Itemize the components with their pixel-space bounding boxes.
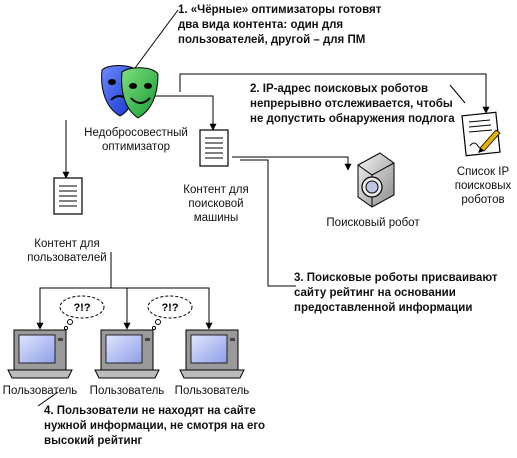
ip-list-label: Список IP поисковых роботов (454, 166, 512, 206)
user-label: Пользователь (89, 385, 165, 397)
bubble-text: ?!? (161, 302, 178, 314)
note-3: 3. Поисковые роботы присваивают сайту ре… (294, 272, 498, 314)
users-bus (39, 252, 112, 320)
note3-pointer (240, 159, 296, 287)
note-2: 2. IP-адрес поисковых роботов непрерывно… (250, 83, 455, 125)
computer-icon (179, 329, 245, 379)
note4-pointer (37, 391, 59, 407)
connectors (36, 9, 490, 407)
search-robot-icon (357, 152, 395, 208)
thought-bubble-icon: ?!? (59, 295, 105, 331)
robot-label: Поисковый робот (326, 217, 420, 229)
note-4: 4. Пользователи не находят на сайте нужн… (44, 405, 266, 447)
content-search-label: Контент для поисковой машины (183, 184, 249, 224)
theatre-masks-icon (101, 65, 159, 119)
note2-pointer (449, 84, 466, 104)
arrow-to-search-content (150, 95, 217, 131)
arrow-to-robot (232, 156, 352, 171)
signed-document-icon (461, 111, 501, 157)
computer-icon (7, 329, 73, 379)
user-label: Пользователь (174, 385, 250, 397)
document-icon (53, 177, 83, 215)
arrow-to-ip-list (179, 73, 490, 114)
document-icon (199, 129, 229, 167)
content-users-label: Контент для пользователей (27, 238, 107, 264)
bubble-text: ?!? (73, 302, 90, 314)
computer-icon (94, 329, 160, 379)
optimizer-label: Недобросовестный оптимизатор (84, 127, 188, 153)
user-label: Пользователь (2, 385, 78, 397)
thought-bubble-icon: ?!? (147, 295, 193, 331)
note1-pointer (134, 9, 179, 69)
note-1: 1. «Чёрные» оптимизаторы готовят два вид… (178, 4, 382, 46)
